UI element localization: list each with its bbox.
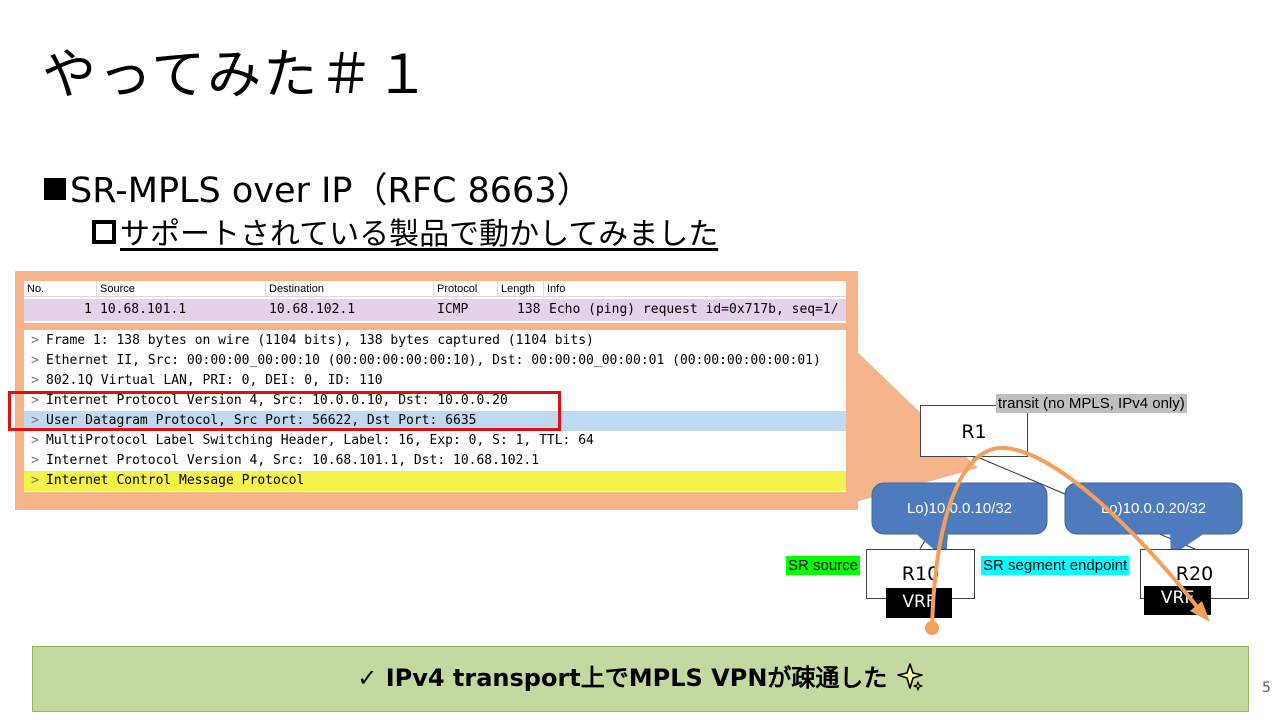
- vrf-r10: VRF: [886, 588, 952, 618]
- expand-chevron-icon[interactable]: >: [31, 393, 39, 408]
- highlight-box: [8, 391, 561, 431]
- column-header-protocol[interactable]: Protocol: [434, 281, 498, 297]
- expand-chevron-icon[interactable]: >: [31, 453, 39, 468]
- expand-chevron-icon[interactable]: >: [31, 333, 39, 348]
- sr-source-label: SR source: [786, 556, 861, 575]
- detail-ethernet[interactable]: >Ethernet II, Src: 00:00:00_00:00:10 (00…: [24, 351, 846, 371]
- result-banner: ✓ IPv4 transport上でMPLS VPNが疎通した: [32, 646, 1249, 712]
- path-curve: [930, 445, 1207, 629]
- lo-r20-callout-shape: [1064, 482, 1243, 535]
- detail-frame[interactable]: >Frame 1: 138 bytes on wire (1104 bits),…: [24, 331, 846, 351]
- path-start-dot: [925, 621, 939, 635]
- sr-endpoint-label: SR segment endpoint: [981, 556, 1130, 575]
- sparkle-icon: [896, 663, 923, 691]
- bullet-level1-text: SR-MPLS over IP（RFC 8663）: [70, 171, 592, 211]
- detail-icmp[interactable]: >Internet Control Message Protocol: [24, 471, 846, 491]
- transit-label: transit (no MPLS, IPv4 only): [996, 394, 1187, 413]
- expand-chevron-icon[interactable]: >: [31, 353, 39, 368]
- column-header-destination[interactable]: Destination: [266, 281, 434, 297]
- lo-r10-label: Lo)10.0.0.10/32: [906, 500, 1013, 517]
- callout-pointer-shape: [845, 340, 978, 505]
- path-arrowhead-icon: [1190, 601, 1210, 622]
- expand-chevron-icon[interactable]: >: [31, 413, 39, 428]
- expand-chevron-icon[interactable]: >: [31, 433, 39, 448]
- packet-list[interactable]: No. Source Destination Protocol Length I…: [24, 281, 846, 323]
- packet-destination: 10.68.102.1: [269, 302, 356, 317]
- column-header-length[interactable]: Length: [498, 281, 544, 297]
- check-icon: ✓: [357, 664, 378, 692]
- column-header-info[interactable]: Info: [544, 281, 846, 297]
- hollow-square-bullet-icon: [92, 220, 116, 244]
- expand-chevron-icon[interactable]: >: [31, 473, 39, 488]
- packet-details-tree: >Frame 1: 138 bytes on wire (1104 bits),…: [24, 330, 846, 492]
- column-header-no[interactable]: No.: [24, 281, 97, 297]
- packet-info: Echo (ping) request id=0x717b, seq=1/: [549, 302, 839, 317]
- packet-source: 10.68.101.1: [100, 302, 187, 317]
- packet-no: 1: [84, 302, 92, 317]
- detail-mpls[interactable]: >MultiProtocol Label Switching Header, L…: [24, 431, 846, 451]
- bullet-level2-text: サポートされている製品で動かしてみました: [120, 217, 719, 252]
- bullet-level1: SR-MPLS over IP（RFC 8663）: [44, 162, 592, 213]
- packet-row[interactable]: 1 10.68.101.1 10.68.102.1 ICMP 138 Echo …: [24, 299, 846, 321]
- detail-udp-selected[interactable]: >User Datagram Protocol, Src Port: 56622…: [24, 411, 846, 431]
- packet-protocol: ICMP: [437, 302, 469, 317]
- lo-r20-label: Lo)10.0.0.20/32: [1100, 500, 1207, 517]
- result-text: IPv4 transport上でMPLS VPNが疎通した: [385, 664, 888, 692]
- detail-outer-ipv4[interactable]: >Internet Protocol Version 4, Src: 10.0.…: [24, 391, 846, 411]
- filled-square-bullet-icon: [44, 178, 66, 200]
- packet-length: 138: [517, 302, 541, 317]
- detail-vlan[interactable]: >802.1Q Virtual LAN, PRI: 0, DEI: 0, ID:…: [24, 371, 846, 391]
- bullet-level2: サポートされている製品で動かしてみました: [92, 209, 718, 253]
- column-header-source[interactable]: Source: [97, 281, 266, 297]
- page-title: やってみた＃１: [42, 43, 432, 106]
- page-number: 5: [1262, 680, 1271, 696]
- detail-inner-ipv4[interactable]: >Internet Protocol Version 4, Src: 10.68…: [24, 451, 846, 471]
- expand-chevron-icon[interactable]: >: [31, 373, 39, 388]
